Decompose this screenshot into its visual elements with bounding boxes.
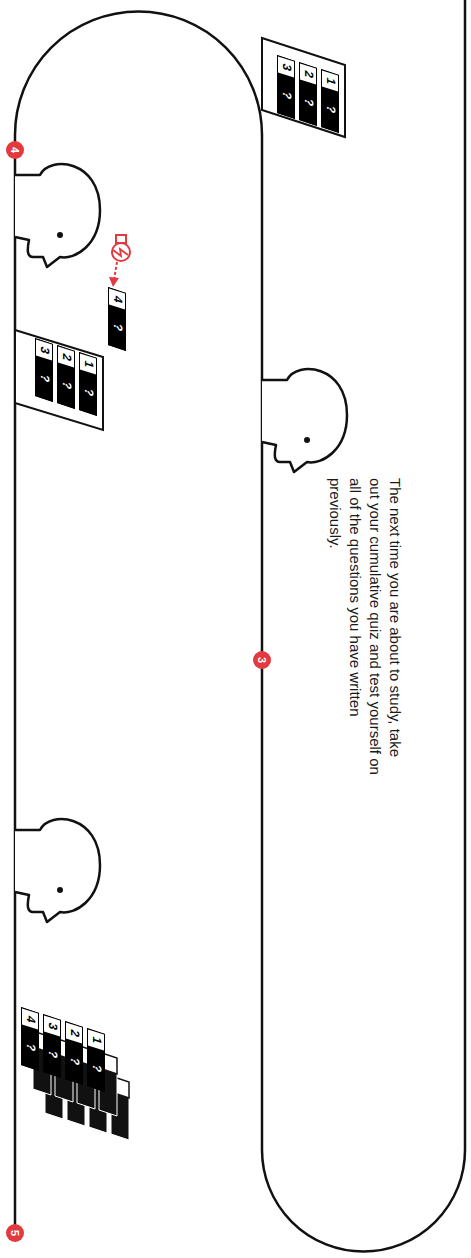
callout-number: 4 [10, 147, 21, 153]
quiz-card: 2? [299, 62, 317, 126]
card-question: ? [322, 86, 338, 131]
head-profile [15, 819, 100, 922]
callout-circle: 5 [6, 1224, 24, 1242]
card-number: 2 [300, 63, 316, 84]
card-question: ? [22, 1024, 38, 1069]
lightbulb-icon [112, 235, 130, 261]
quiz-card: 3? [43, 1014, 61, 1078]
head-profile [15, 164, 100, 267]
card-question: ? [44, 1031, 60, 1076]
flow-track [15, 0, 465, 1252]
card-number: 3 [36, 339, 52, 360]
card-question: ? [58, 362, 74, 407]
quiz-card: 1? [87, 1028, 105, 1092]
card-question: ? [36, 355, 52, 400]
card-question: ? [88, 1045, 104, 1090]
callout-number: 3 [257, 657, 268, 663]
card-question: ? [278, 72, 294, 117]
dashed-arrow [109, 262, 119, 287]
quiz-card: 4? [21, 1007, 39, 1071]
card-number: 4 [109, 288, 125, 309]
quiz-card: 3? [277, 55, 295, 119]
card-number: 2 [66, 1022, 82, 1043]
callout-circle: 4 [6, 141, 24, 159]
card-question: ? [109, 304, 125, 349]
callout-number: 5 [10, 1230, 21, 1236]
card-number: 3 [44, 1015, 60, 1036]
card-question: ? [66, 1038, 82, 1083]
card-number: 3 [278, 56, 294, 77]
quiz-card: 4? [108, 287, 126, 351]
card-question: ? [300, 79, 316, 124]
quiz-card: 1? [321, 69, 339, 133]
card-number: 1 [322, 70, 338, 91]
quiz-card: 2? [57, 345, 75, 409]
quiz-card: 3? [35, 338, 53, 402]
card-number: 1 [88, 1029, 104, 1050]
card-question: ? [80, 369, 96, 414]
card-shelf [15, 330, 103, 430]
card-number: 4 [22, 1008, 38, 1029]
card-number: 1 [80, 353, 96, 374]
quiz-card: 2? [65, 1021, 83, 1085]
step-note: The next time you are about to study, ta… [325, 478, 405, 778]
card-number: 2 [58, 346, 74, 367]
card-shelf [262, 38, 345, 137]
head-profile [262, 369, 347, 472]
callout-circle: 3 [253, 651, 271, 669]
quiz-card: 1? [79, 352, 97, 416]
